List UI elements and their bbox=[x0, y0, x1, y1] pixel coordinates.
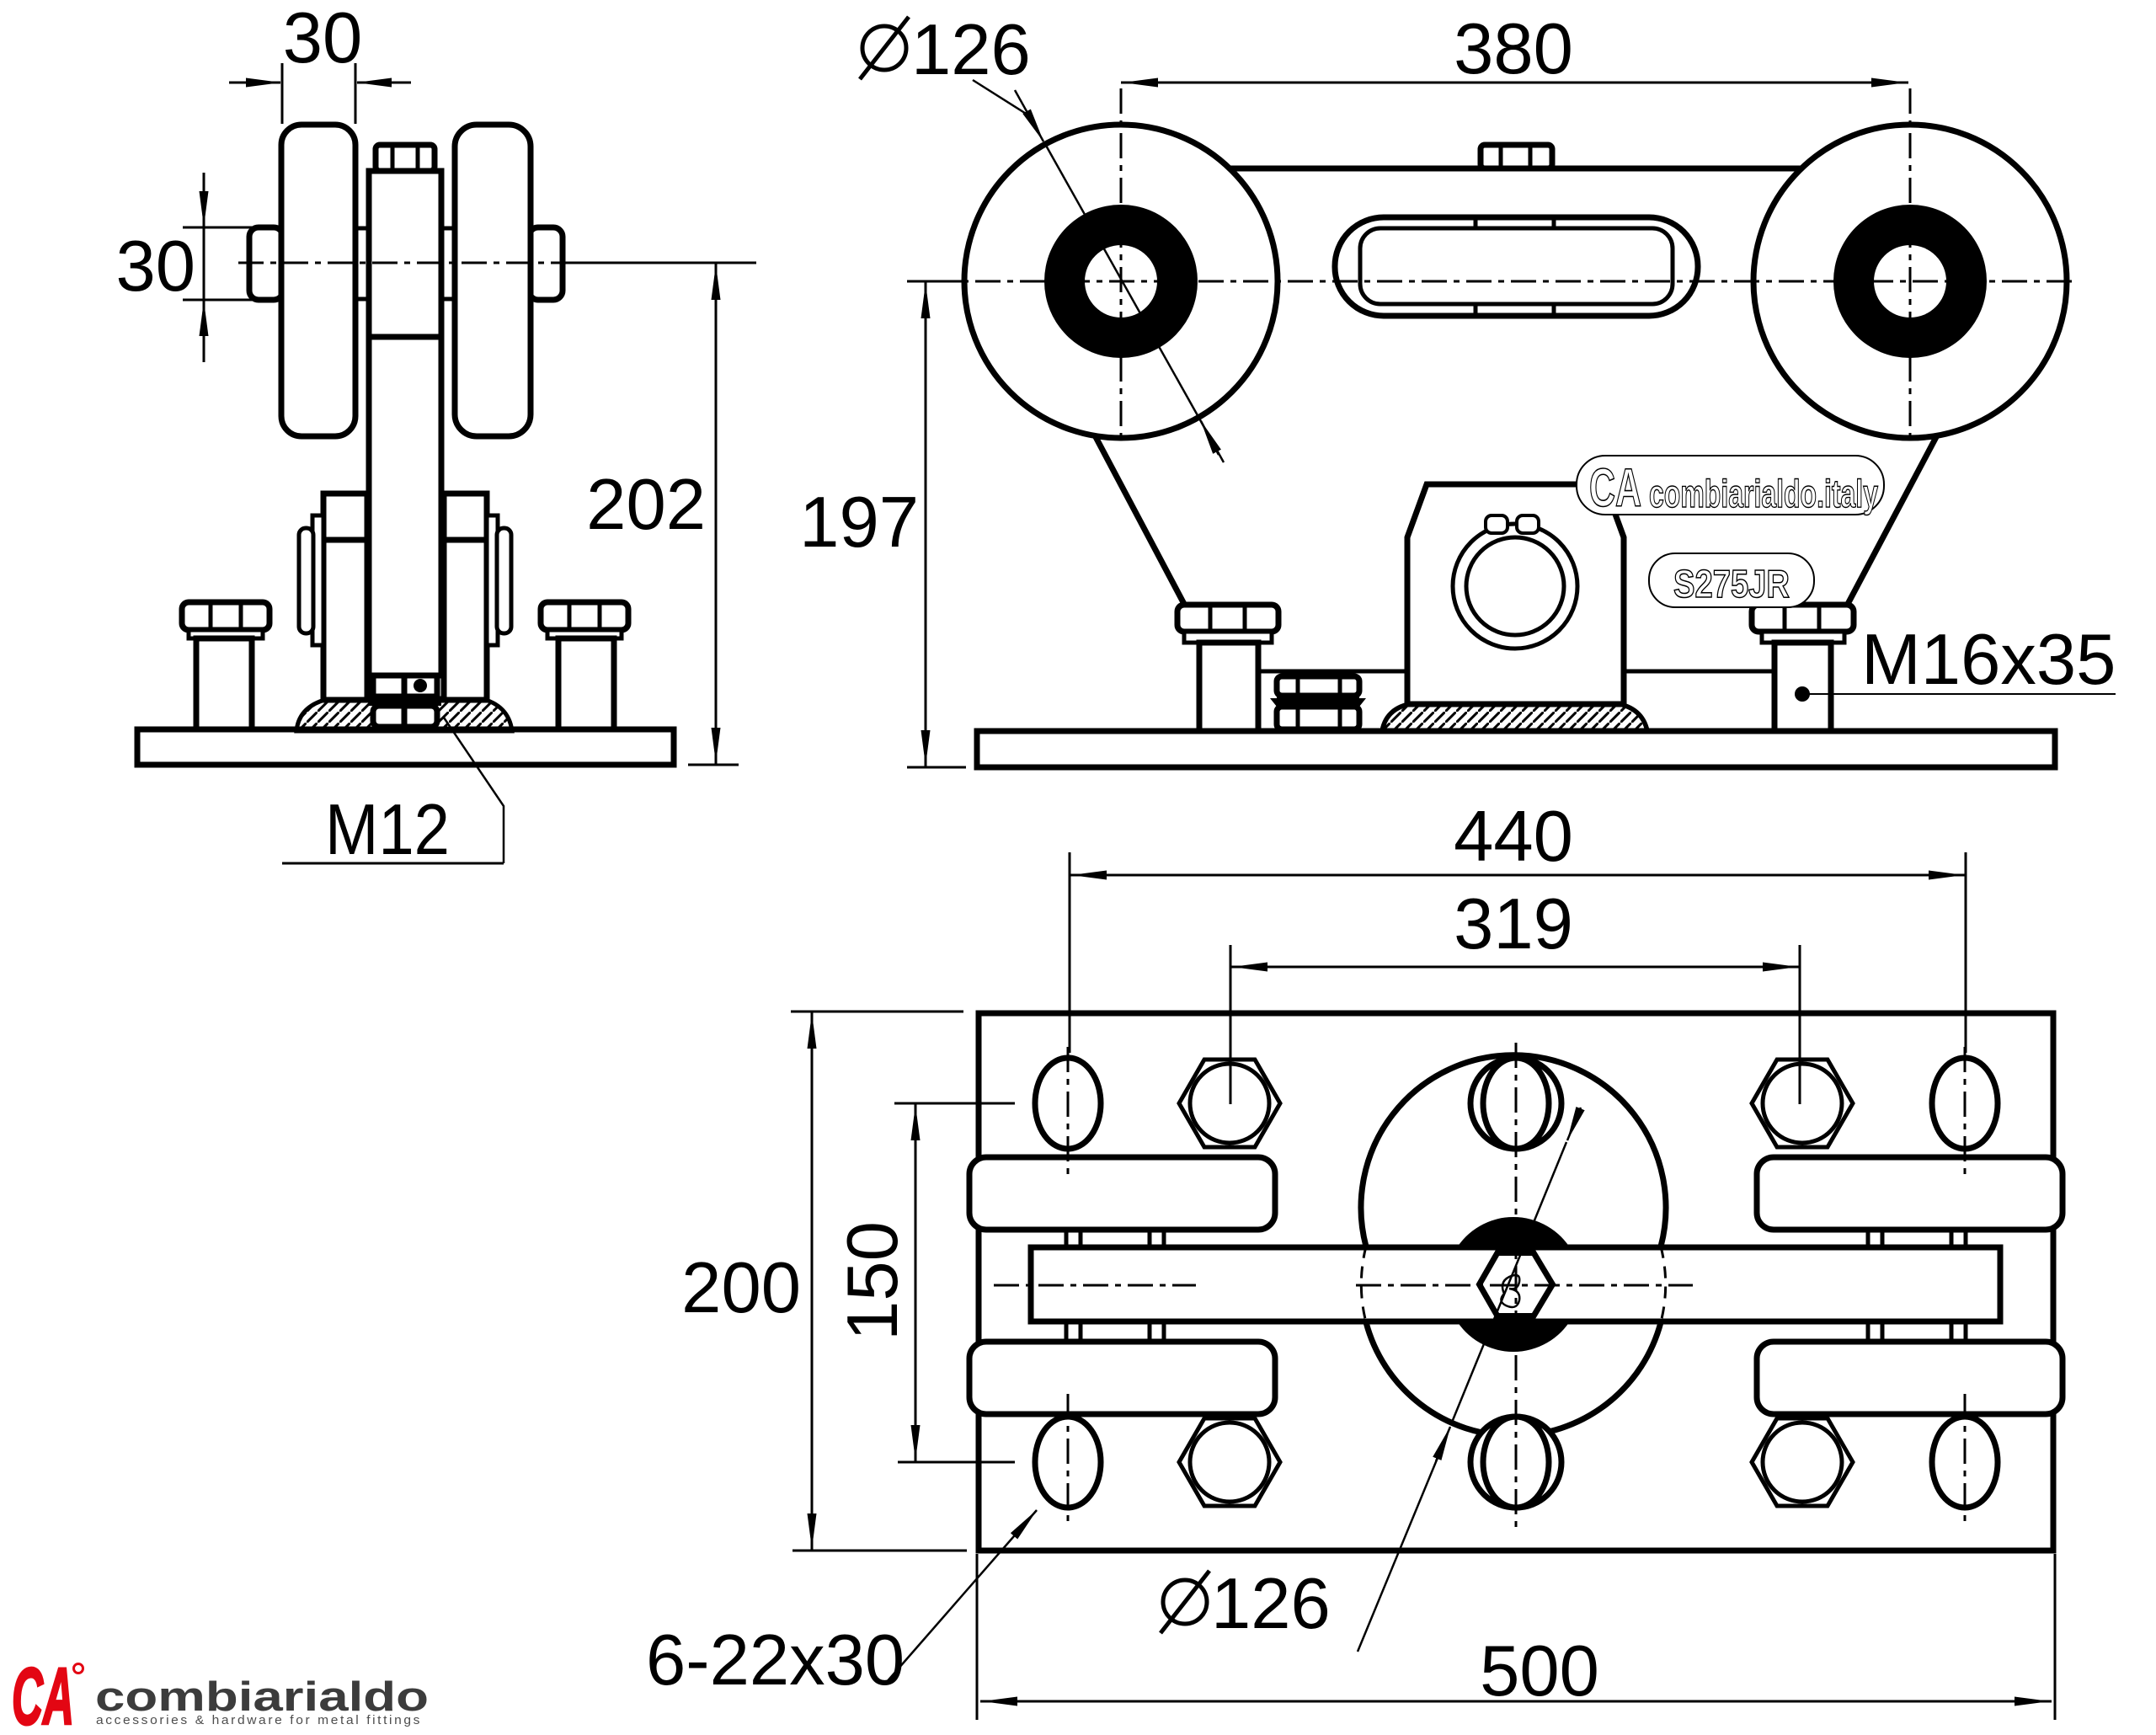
svg-text:380: 380 bbox=[1454, 9, 1573, 89]
svg-text:accessories & hardware for met: accessories & hardware for metal fitting… bbox=[96, 1713, 422, 1727]
svg-text:S275JR: S275JR bbox=[1673, 562, 1790, 606]
svg-text:6-22x30: 6-22x30 bbox=[646, 1620, 905, 1700]
svg-text:126: 126 bbox=[911, 10, 1031, 90]
svg-text:30: 30 bbox=[283, 0, 363, 78]
svg-text:319: 319 bbox=[1454, 884, 1573, 964]
svg-text:200: 200 bbox=[681, 1248, 801, 1328]
svg-text:500: 500 bbox=[1480, 1631, 1599, 1711]
svg-text:202: 202 bbox=[586, 465, 706, 545]
svg-text:30: 30 bbox=[115, 227, 195, 307]
svg-text:CA: CA bbox=[12, 1652, 74, 1735]
svg-text:combiarialdo.italy: combiarialdo.italy bbox=[1649, 472, 1878, 515]
svg-text:M16x35: M16x35 bbox=[1861, 620, 2116, 700]
svg-text:combiarialdo: combiarialdo bbox=[95, 1674, 429, 1720]
svg-text:150: 150 bbox=[833, 1221, 913, 1341]
svg-text:M12: M12 bbox=[325, 790, 450, 870]
svg-text:126: 126 bbox=[1211, 1564, 1331, 1644]
svg-text:CA: CA bbox=[1589, 457, 1641, 518]
svg-text:440: 440 bbox=[1454, 797, 1573, 877]
svg-text:197: 197 bbox=[799, 483, 919, 563]
